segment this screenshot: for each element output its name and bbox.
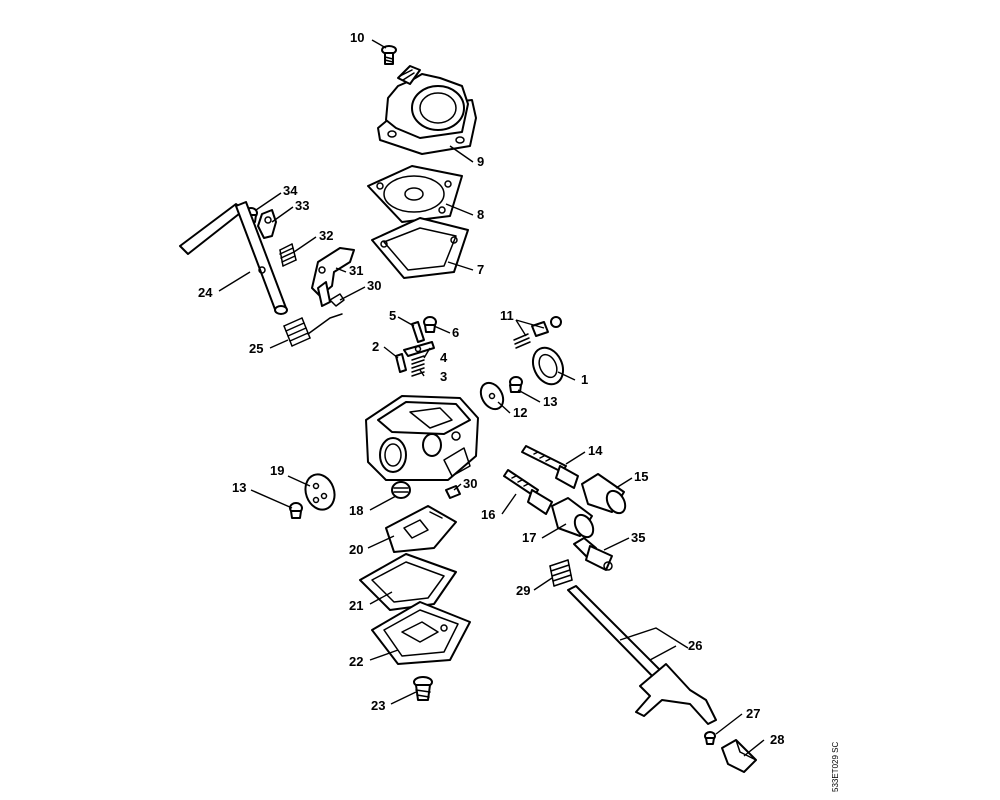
part-2-needle <box>395 353 407 373</box>
callout-28: 28 <box>770 732 784 747</box>
callout-12: 12 <box>513 405 527 420</box>
part-13-screw-lower <box>289 502 303 519</box>
callout-13-upper: 13 <box>543 394 557 409</box>
callout-20: 20 <box>349 542 363 557</box>
part-25-spring <box>283 313 343 347</box>
callout-4: 4 <box>440 350 448 365</box>
callout-13-lower: 13 <box>232 480 246 495</box>
part-29-spring <box>549 559 573 587</box>
callout-24: 24 <box>198 285 213 300</box>
part-1-ring <box>531 346 565 386</box>
part-31-lever <box>311 247 355 307</box>
callout-32: 32 <box>319 228 333 243</box>
part-8-diaphragm <box>367 165 463 223</box>
part-10-screw <box>381 45 397 65</box>
part-19-disc <box>304 473 336 511</box>
callout-17: 17 <box>522 530 536 545</box>
callout-30-lower: 30 <box>463 476 477 491</box>
callout-7: 7 <box>477 262 484 277</box>
part-15-cap <box>581 473 627 515</box>
part-26-shaft <box>567 585 717 725</box>
callout-22: 22 <box>349 654 363 669</box>
callout-34: 34 <box>283 183 298 198</box>
part-28-knob <box>721 739 757 773</box>
part-24-shaft <box>179 201 288 315</box>
part-23-screw <box>413 676 433 701</box>
leader-lines <box>218 39 765 757</box>
reference-code: 533ET029 SC <box>831 742 840 792</box>
part-6-screw <box>423 316 437 333</box>
callout-9: 9 <box>477 154 484 169</box>
callout-19: 19 <box>270 463 284 478</box>
callout-31: 31 <box>349 263 363 278</box>
part-30-clip-lower <box>445 485 461 499</box>
callout-1: 1 <box>581 372 588 387</box>
callout-21: 21 <box>349 598 363 613</box>
callout-10: 10 <box>350 30 364 45</box>
callout-labels: 10 9 8 7 34 33 32 31 30 24 25 5 6 4 2 3 … <box>198 30 840 792</box>
part-9-cover <box>377 65 477 155</box>
part-35-valve <box>573 537 613 571</box>
part-18-screen <box>391 481 411 499</box>
part-7-gasket <box>371 217 469 279</box>
callout-26: 26 <box>688 638 702 653</box>
callout-23: 23 <box>371 698 385 713</box>
part-4-lever <box>403 341 435 357</box>
callout-3: 3 <box>440 369 447 384</box>
callout-35: 35 <box>631 530 645 545</box>
part-13-screw-upper <box>509 376 523 393</box>
part-14-screw <box>521 445 579 489</box>
callout-30-upper: 30 <box>367 278 381 293</box>
part-5-pin <box>411 321 425 343</box>
callout-5: 5 <box>389 308 396 323</box>
part-22-cover <box>371 601 471 665</box>
callout-29: 29 <box>516 583 530 598</box>
part-33-lever <box>257 209 277 239</box>
part-32-spring <box>279 243 297 267</box>
callout-11: 11 <box>500 308 514 323</box>
callout-15: 15 <box>634 469 648 484</box>
carburetor-body <box>365 395 479 481</box>
callout-2: 2 <box>372 339 379 354</box>
part-3-spring <box>411 355 425 377</box>
callout-8: 8 <box>477 207 484 222</box>
part-16-screw <box>503 469 553 515</box>
callout-16: 16 <box>481 507 495 522</box>
part-20-diaphragm <box>385 505 457 553</box>
part-12-disc <box>479 381 505 411</box>
callout-27: 27 <box>746 706 760 721</box>
part-30-clip-upper <box>329 293 345 307</box>
part-27-screw <box>704 731 716 745</box>
callout-33: 33 <box>295 198 309 213</box>
callout-25: 25 <box>249 341 263 356</box>
callout-18: 18 <box>349 503 363 518</box>
callout-6: 6 <box>452 325 459 340</box>
callout-14: 14 <box>588 443 603 458</box>
